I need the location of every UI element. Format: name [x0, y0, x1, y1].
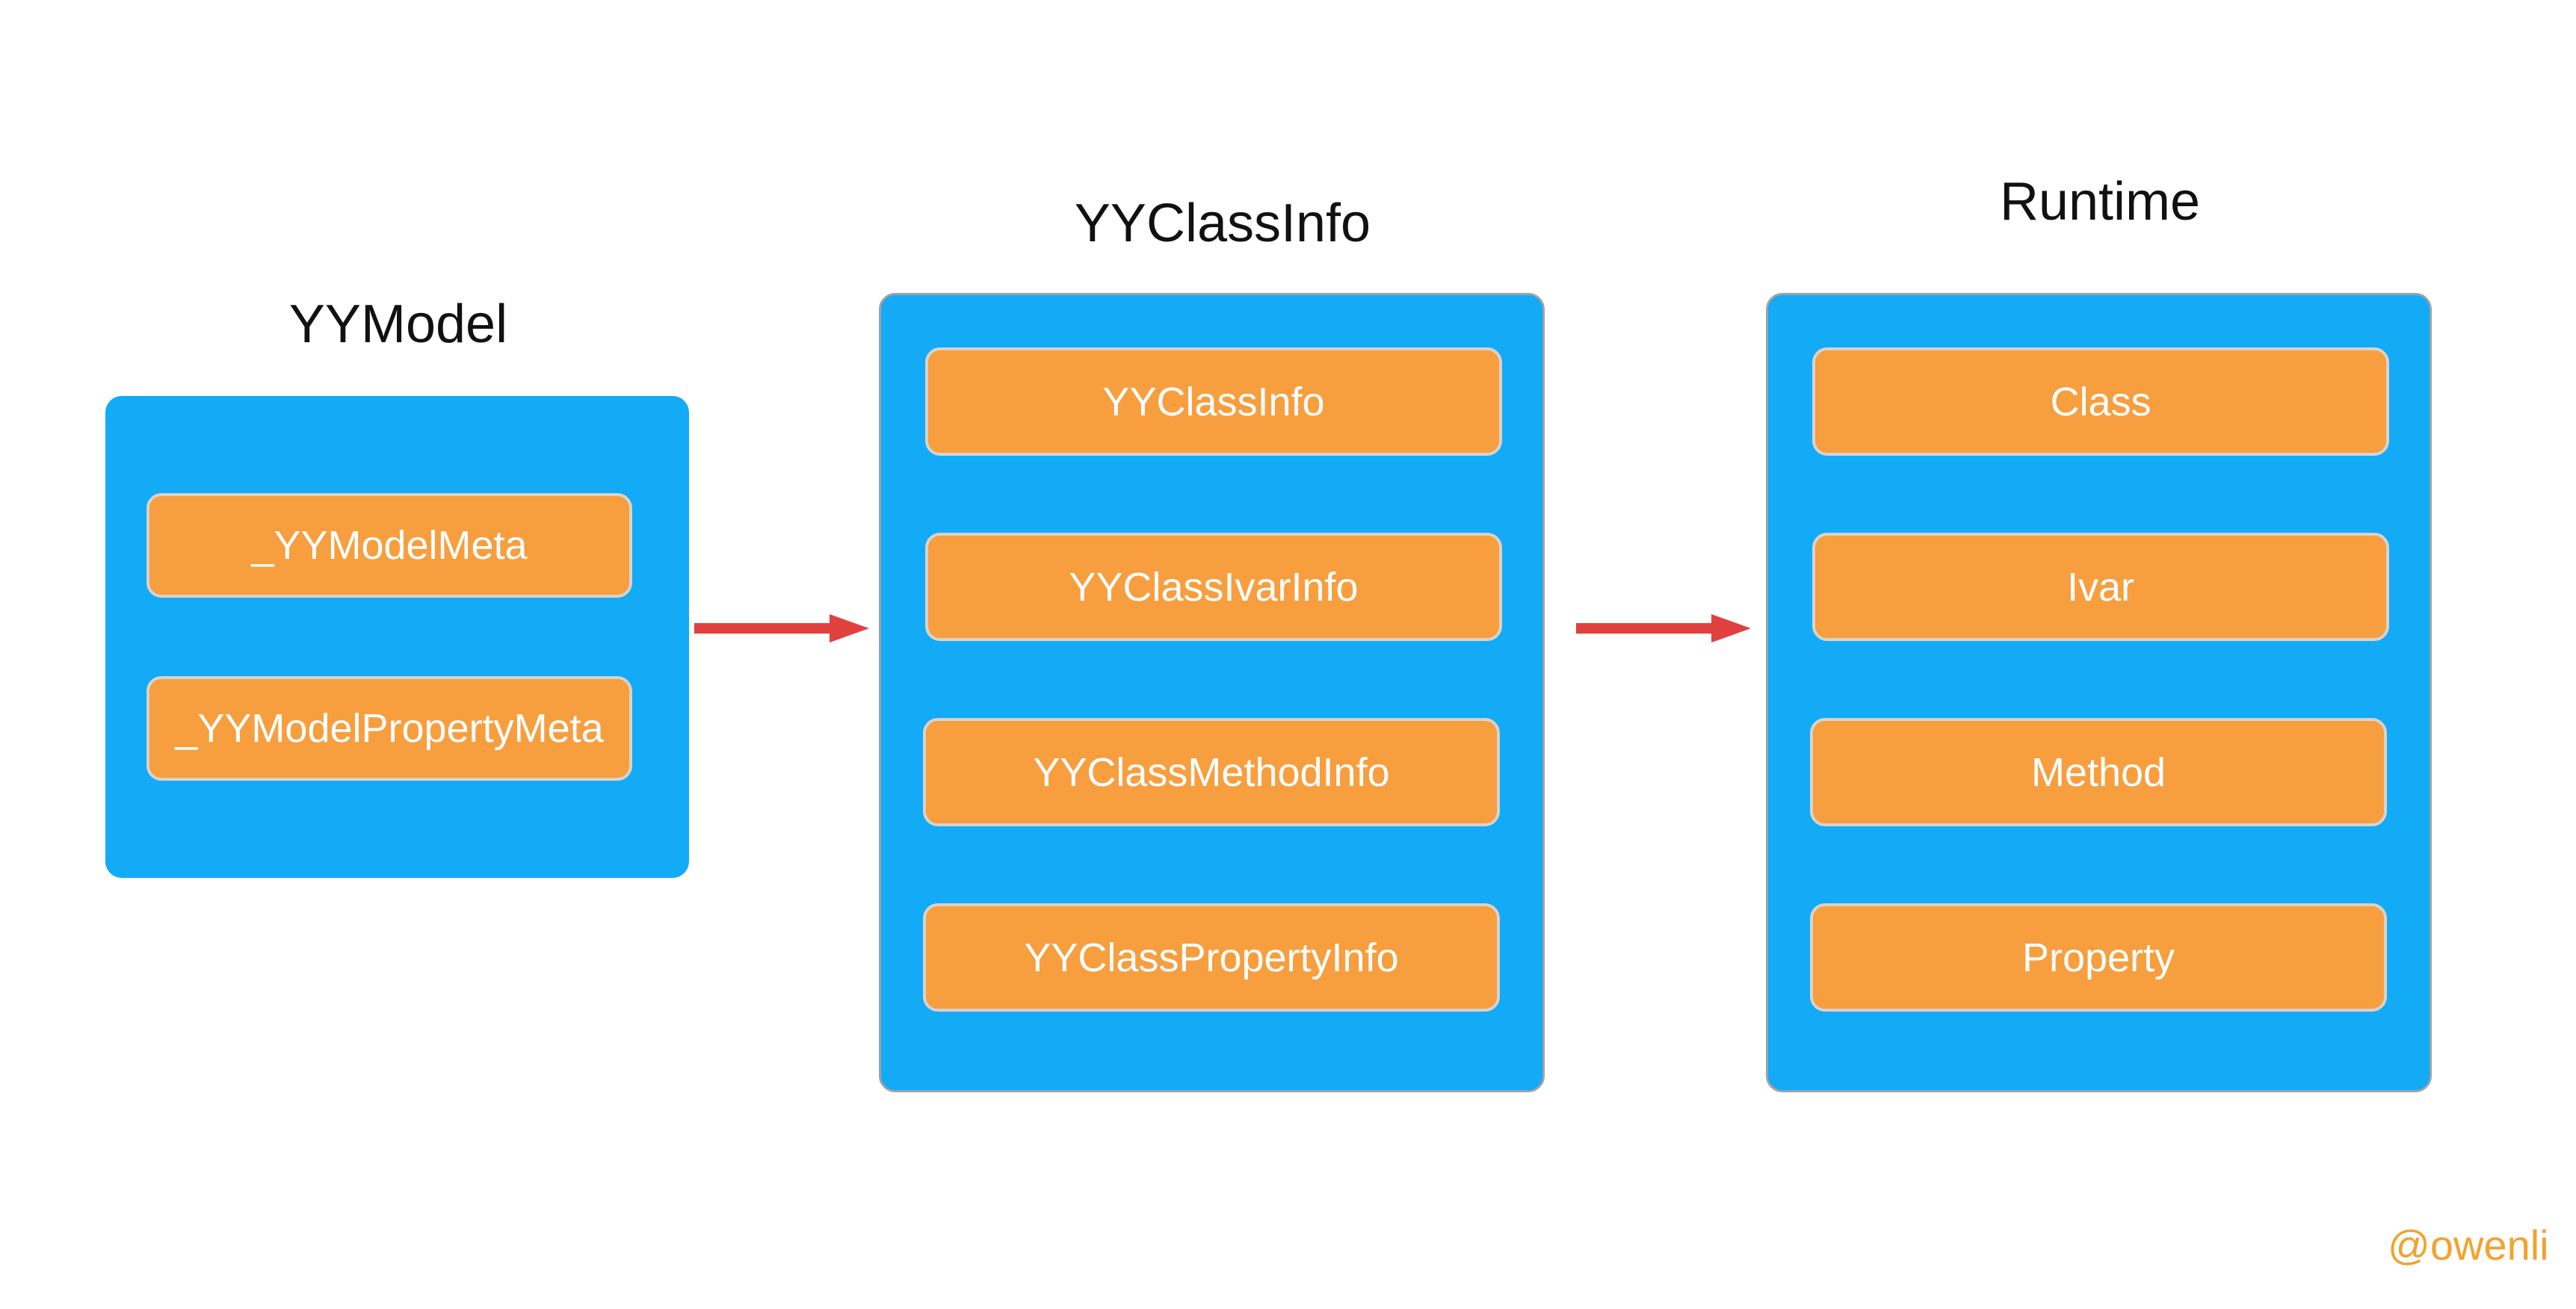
- arrow-shaft: [1576, 623, 1723, 634]
- property-node: Property: [1810, 903, 2387, 1012]
- yyclassinfo-panel: YYClassInfo YYClassIvarInfo YYClassMetho…: [879, 293, 1545, 1092]
- arrow-shaft: [694, 623, 841, 634]
- method-node: Method: [1810, 718, 2387, 826]
- runtime-title: Runtime: [1999, 172, 2201, 232]
- ivar-node: Ivar: [1812, 533, 2389, 641]
- yymodel-property-meta-node: _YYModelPropertyMeta: [146, 676, 632, 781]
- yymodel-title: YYModel: [288, 294, 508, 354]
- arrow-head: [830, 614, 869, 643]
- class-node: Class: [1812, 347, 2389, 456]
- author-watermark: @owenli: [2388, 1222, 2549, 1269]
- yyclassmethodinfo-node: YYClassMethodInfo: [923, 718, 1500, 826]
- yyclassivarinfo-node: YYClassIvarInfo: [925, 533, 1502, 641]
- yymodel-meta-node: _YYModelMeta: [146, 493, 632, 598]
- yyclasspropertyinfo-node: YYClassPropertyInfo: [923, 903, 1500, 1012]
- yymodel-panel: _YYModelMeta _YYModelPropertyMeta: [105, 396, 689, 878]
- arrow-yymodel-to-classinfo: [694, 614, 869, 643]
- runtime-panel: Class Ivar Method Property: [1766, 293, 2432, 1092]
- yyclassinfo-title: YYClassInfo: [1074, 194, 1371, 253]
- arrow-head: [1711, 614, 1751, 643]
- arrow-classinfo-to-runtime: [1576, 614, 1751, 643]
- yyclassinfo-node: YYClassInfo: [925, 347, 1502, 456]
